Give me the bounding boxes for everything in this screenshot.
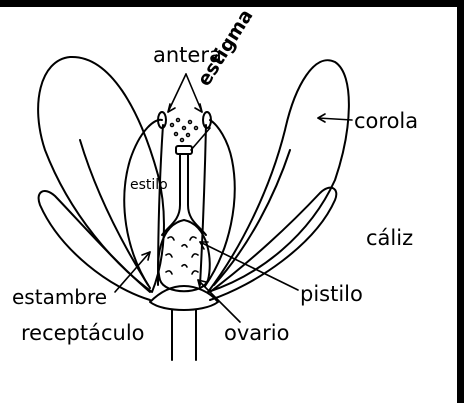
- right-stamen-filament: [200, 125, 206, 285]
- label-caliz: cáliz: [366, 228, 413, 249]
- stigma: [176, 146, 192, 154]
- label-receptaculo: receptáculo: [21, 323, 145, 344]
- label-corola: corola: [354, 111, 418, 132]
- left-inner-petal: [124, 120, 162, 288]
- label-ovario: ovario: [224, 323, 289, 344]
- pollen-dots: [171, 119, 198, 142]
- label-estambre: estambre: [12, 287, 107, 307]
- left-sepal: [39, 191, 150, 300]
- label-estilo: estilo: [130, 178, 168, 192]
- label-pistilo: pistilo: [300, 284, 363, 305]
- right-outer-petal: [208, 60, 349, 292]
- ovules: [166, 237, 198, 274]
